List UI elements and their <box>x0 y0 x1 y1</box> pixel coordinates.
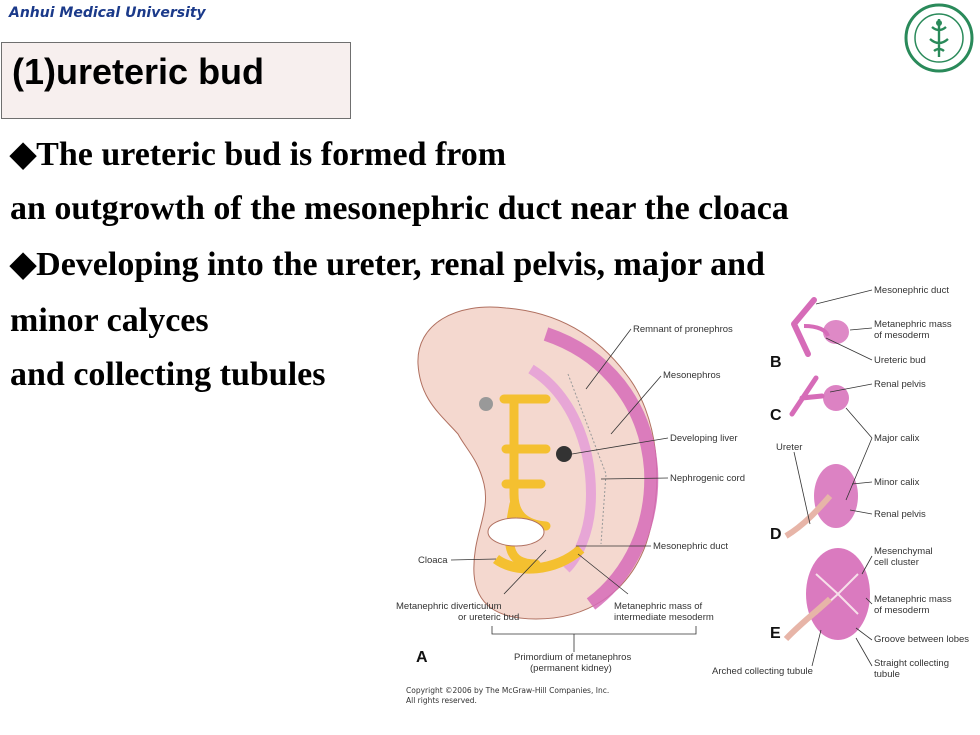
label-of-mesoderm-b: of mesoderm <box>874 330 930 341</box>
slide-title-box: (1)ureteric bud <box>1 42 351 119</box>
leader-lines <box>450 289 873 667</box>
panel-c-illustration <box>789 375 849 417</box>
panel-d-illustration <box>784 464 858 539</box>
label-groove-between-lobes: Groove between lobes <box>874 634 969 645</box>
university-seal-icon <box>904 3 974 73</box>
copyright-line-2: All rights reserved. <box>406 696 477 705</box>
label-permanent-kidney: (permanent kidney) <box>530 663 612 674</box>
bullet-2-line-2: minor calyces <box>10 302 209 339</box>
panel-d-label: D <box>770 526 782 543</box>
university-name: Anhui Medical University <box>9 5 206 21</box>
label-metanephric-diverticulum: Metanephric diverticulum <box>396 601 502 612</box>
label-renal-pelvis-c: Renal pelvis <box>874 379 926 390</box>
label-ureter: Ureter <box>776 442 802 453</box>
kidney-development-figure: A B C D E Remnant of pronephros Mesoneph… <box>396 285 969 705</box>
label-metanephric-mass-intermediate: Metanephric mass of <box>614 601 703 612</box>
slide-title: (1)ureteric bud <box>12 51 265 92</box>
panel-e-label: E <box>770 625 781 642</box>
bullet-2-line-3: and collecting tubules <box>10 356 326 393</box>
label-major-calix: Major calix <box>874 433 920 444</box>
label-arched-collecting-tubule: Arched collecting tubule <box>712 666 813 677</box>
label-ureteric-bud-b: Ureteric bud <box>874 355 926 366</box>
bullet-2-line-1: ◆Developing into the ureter, renal pelvi… <box>10 246 765 283</box>
label-of-mesoderm-e: of mesoderm <box>874 605 930 616</box>
panel-a-label: A <box>416 649 428 666</box>
label-mesonephric-duct-b: Mesonephric duct <box>874 285 949 296</box>
embryo-illustration <box>417 306 659 620</box>
label-renal-pelvis-d: Renal pelvis <box>874 509 926 520</box>
copyright-line-1: Copyright ©2006 by The McGraw-Hill Compa… <box>406 686 609 695</box>
label-intermediate-mesoderm: intermediate mesoderm <box>614 612 714 623</box>
label-remnant-pronephros: Remnant of pronephros <box>633 324 733 335</box>
panel-b-illustration <box>791 297 849 357</box>
label-primordium-metanephros: Primordium of metanephros <box>514 652 631 663</box>
panel-c-label: C <box>770 407 782 424</box>
bullet-1-line-2: an outgrowth of the mesonephric duct nea… <box>10 190 789 227</box>
label-mesonephros: Mesonephros <box>663 370 721 381</box>
label-cloaca: Cloaca <box>418 555 448 566</box>
label-cell-cluster: cell cluster <box>874 557 919 568</box>
label-nephrogenic-cord: Nephrogenic cord <box>670 473 745 484</box>
label-developing-liver: Developing liver <box>670 433 738 444</box>
bullet-1-line-1: ◆The ureteric bud is formed from <box>10 136 507 173</box>
panel-b-label: B <box>770 354 782 371</box>
panel-e-illustration <box>783 548 870 642</box>
label-metanephric-mass-b: Metanephric mass <box>874 319 952 330</box>
label-minor-calix: Minor calix <box>874 477 920 488</box>
label-metanephric-mass-e: Metanephric mass <box>874 594 952 605</box>
label-straight-collecting: Straight collecting <box>874 658 949 669</box>
label-ureteric-bud-a: or ureteric bud <box>458 612 519 623</box>
label-straight-tubule: tubule <box>874 669 900 680</box>
label-mesenchymal: Mesenchymal <box>874 546 933 557</box>
label-mesonephric-duct-a: Mesonephric duct <box>653 541 728 552</box>
